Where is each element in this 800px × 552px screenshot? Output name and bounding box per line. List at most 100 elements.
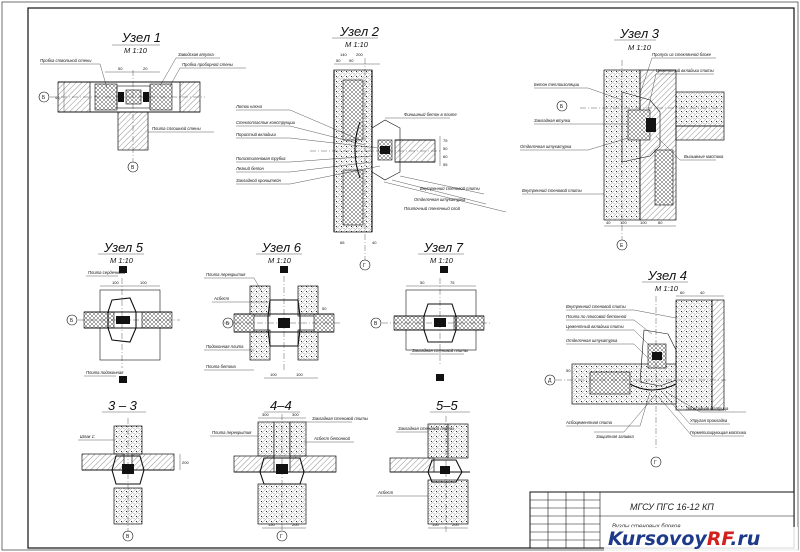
section-4-4-label-1: Плита перекрытия [212, 430, 252, 435]
node-3-label-7: Вызывные мастика [684, 154, 724, 159]
node-4-dim-2: 40 [700, 290, 705, 295]
section-4-4-title: 4–4 [270, 398, 292, 413]
node-6-label-1: Плита перекрытия [206, 272, 246, 277]
node-1-dim-3: 40 [55, 95, 60, 100]
node-2-dim-2: 90 [349, 58, 354, 63]
node-3-label-2: Цементный вкладыш плиты [656, 68, 714, 73]
node-2-dim-3: 140 [340, 52, 347, 57]
node-5-label-2: Плита подоконная [86, 370, 124, 375]
node-3-label-4: Закладная втулка [534, 118, 571, 123]
watermark-logo: KursovoyRF.ru [604, 527, 798, 551]
node-4-label-9: Герметизирующая мастика [690, 430, 747, 435]
node-4-label-8: Защитная заливка [596, 434, 634, 439]
node-7-dim-2: 75 [450, 280, 455, 285]
node-2-label-6: Закладной кронштейн [236, 178, 282, 183]
node-3-label-1: Пропуск из стеклянной блоке [652, 52, 712, 57]
section-5-5-dim-2: 200 [452, 522, 459, 527]
stamp-code: МГСУ ПГС 16-12 КП [630, 502, 714, 512]
node-1-dim-2: 20 [143, 66, 148, 71]
sheet-frame-inner [27, 7, 795, 549]
section-4-4-label-3: Асбест бетонной [313, 436, 351, 441]
node-5-dim-1: 100 [112, 280, 119, 285]
node-6-label-2: Асбест [213, 296, 230, 301]
section-4-4-dim-1: 300 [262, 412, 269, 417]
node-2-label-7: Финишный бетон в плите [404, 112, 457, 117]
node-3-dim-4: 60 [658, 220, 663, 225]
section-5-5: 5–5 150 200 Закладная стеновой плиты Асб… [376, 398, 470, 532]
section-4-4-dim-2: 300 [292, 412, 299, 417]
node-1-axis-b: Б [42, 95, 46, 101]
node-7: Узел 7 М 1:10 В Закладная стеновой плиты… [370, 240, 490, 381]
node-4-label-5: Асбоцементная плита [565, 420, 613, 425]
node-2-label-1: Лоток ключа [235, 104, 263, 109]
node-2-label-5: Легкий бетон [235, 166, 264, 171]
node-5-scale: М 1:10 [110, 256, 134, 265]
node-3-label-6: Внутренний стеновой плиты [522, 188, 582, 193]
node-2-label-10: Плиточный пленочный слой [404, 206, 461, 211]
node-7-dim-1: 50 [420, 280, 425, 285]
node-2-label-2: Стеклопластик конструкции [236, 120, 296, 125]
node-4-label-2: Плита по плюсовой бетонной [566, 314, 627, 319]
node-6-axis: Б [226, 321, 230, 327]
node-3-dim-2: 120 [620, 220, 627, 225]
section-3-3-title: 3 – 3 [108, 398, 138, 413]
node-2-dim-6: 50 [443, 146, 448, 151]
node-5-axis: Б [70, 318, 74, 324]
node-5-label-1: Плита сердечника [88, 270, 126, 275]
node-2-dim-7: 60 [443, 154, 448, 159]
section-4-4-dim-3: 150 [268, 522, 275, 527]
node-2-label-3: Пористый вкладыш [236, 132, 276, 137]
node-1-title: Узел 1 [121, 30, 161, 45]
node-4-label-3: Цементный вкладыш плиты [566, 324, 624, 329]
node-4-dim-3: 50 [566, 368, 571, 373]
node-5-title: Узел 5 [103, 240, 144, 255]
node-6-dim-1: 100 [270, 372, 277, 377]
section-4-4: 4–4 Г 300 300 150 200 Плита перекрытия З… [210, 398, 368, 542]
section-4-4-label-2: Закладная стеновой плиты [312, 416, 368, 421]
node-2-dim-1: 50 [336, 58, 341, 63]
section-3-3: 3 – 3 В Шлак 1: 200 [78, 398, 189, 542]
node-6-label-3: Подоконная плита [206, 344, 244, 349]
node-4-axis-b: Г [654, 460, 657, 466]
node-2-dim-5: 75 [443, 138, 448, 143]
node-4-scale: М 1:10 [655, 284, 679, 293]
node-7-scale: М 1:10 [430, 256, 454, 265]
node-2-dim-4: 200 [356, 52, 363, 57]
node-7-title: Узел 7 [423, 240, 464, 255]
node-7-label-1: Закладная стеновой плиты [412, 348, 468, 353]
node-2-axis-mark: Г [363, 263, 366, 269]
node-2-dim-8: 55 [443, 162, 448, 167]
node-4-label-6: Эпоксидная матрица [686, 406, 729, 411]
node-6-dim-2: 100 [296, 372, 303, 377]
node-3-label-3: Бетон теплоизоляции [534, 82, 580, 87]
node-6-title: Узел 6 [261, 240, 302, 255]
node-2-label-8: Внутренний стеновой плиты [420, 186, 480, 191]
node-4-axis-a: Д [548, 378, 552, 384]
node-2-label-9: Отделочная штукатурка [414, 197, 466, 202]
node-1-scale: М 1:10 [124, 46, 148, 55]
node-4-dim-1: 60 [680, 290, 685, 295]
node-6-dim-3: 50 [322, 306, 327, 311]
node-4-label-1: Внутренний стеновой плиты [566, 304, 626, 309]
node-7-axis: В [374, 321, 378, 327]
node-2-label-4: Полиэтиленовая трубка [236, 156, 286, 161]
section-3-3-axis: В [126, 534, 130, 540]
node-4-title: Узел 4 [647, 268, 687, 283]
node-2: Узел 2 М 1:10 Г 50 90 140 200 75 50 60 5… [235, 24, 507, 271]
node-1-axis-v: В [131, 165, 135, 171]
node-3-label-5: Отделочная штукатурка [520, 144, 572, 149]
node-3-axis-b: Е [620, 243, 624, 249]
section-3-3-label-1: Шлак 1: [80, 434, 95, 439]
node-2-dim-10: 40 [372, 240, 377, 245]
node-1-label-3: Пробка проборной стены [182, 62, 233, 67]
node-3-title: Узел 3 [619, 26, 660, 41]
node-3: Узел 3 М 1:10 Б Е 40 120 100 60 Пропуск … [520, 26, 725, 251]
node-3-dim-1: 40 [606, 220, 611, 225]
section-5-5-label-1: Закладная стеновой плиты [398, 426, 454, 431]
node-2-dim-9: 65 [340, 240, 345, 245]
section-5-5-dim-1: 150 [432, 522, 439, 527]
node-3-dim-3: 100 [640, 220, 647, 225]
watermark-part-1: Kursovoy [608, 528, 708, 550]
